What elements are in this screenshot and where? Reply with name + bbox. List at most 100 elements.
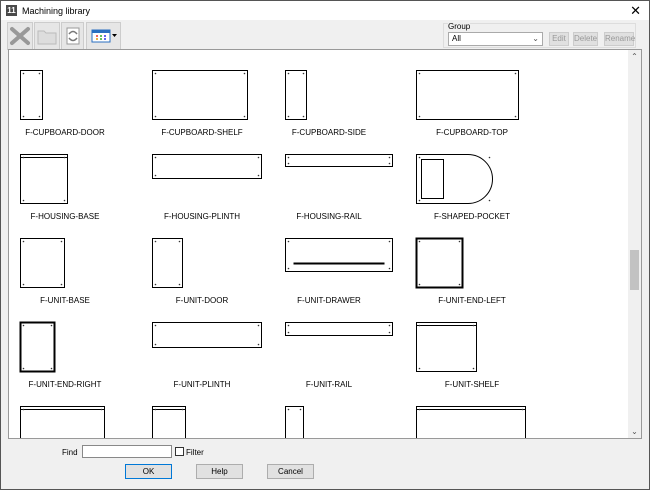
hole-mark (257, 324, 260, 327)
hole-mark (63, 199, 66, 202)
hole-mark (38, 72, 41, 75)
thumbnail[interactable] (19, 321, 56, 373)
hole-mark (22, 408, 25, 411)
library-item-label[interactable]: F-CUPBOARD-SHELF (161, 128, 243, 137)
open-folder-button[interactable] (34, 22, 60, 50)
hole-mark (154, 240, 157, 243)
thumbnail[interactable] (152, 154, 262, 179)
edit-button[interactable]: Edit (549, 32, 569, 46)
thumbnail[interactable] (285, 154, 393, 167)
group-selected-value: All (452, 34, 461, 43)
vertical-scrollbar[interactable]: ⌃ ⌄ (628, 50, 641, 438)
thumbnail[interactable] (20, 406, 105, 440)
thumbnail[interactable] (20, 238, 65, 288)
scroll-down-icon[interactable]: ⌄ (631, 427, 638, 436)
library-item-label[interactable]: F-UNIT-BASE (40, 296, 90, 305)
find-label: Find (62, 448, 78, 457)
hole-mark (178, 283, 181, 286)
hole-mark (418, 156, 421, 159)
hole-mark (22, 72, 25, 75)
hole-mark (287, 156, 290, 159)
hole-mark (514, 72, 517, 75)
hole-mark (388, 267, 391, 270)
delete-cross-icon (10, 27, 30, 45)
ok-button[interactable]: OK (125, 464, 172, 479)
library-item-label[interactable]: F-CUPBOARD-SIDE (291, 128, 367, 137)
thumbnail[interactable] (416, 70, 519, 120)
library-item-label[interactable]: F-UNIT-END-RIGHT (28, 380, 102, 389)
rename-button[interactable]: Rename (604, 32, 635, 46)
scroll-up-icon[interactable]: ⌃ (631, 52, 638, 61)
library-item-label[interactable]: F-UNIT-SHELF (444, 380, 500, 389)
delete-group-button[interactable]: Delete (573, 32, 598, 46)
hole-mark (50, 367, 53, 370)
library-item-label[interactable]: F-UNIT-DOOR (175, 296, 229, 305)
thumbnail[interactable] (285, 322, 393, 336)
thumbnail[interactable] (152, 238, 183, 288)
hole-mark (458, 283, 461, 286)
hole-mark (154, 324, 157, 327)
hole-mark (60, 283, 63, 286)
view-options-button[interactable] (86, 22, 121, 50)
thumbnail[interactable] (285, 406, 304, 440)
group-select[interactable]: All⌄ (448, 32, 543, 46)
thumbnail[interactable] (415, 237, 464, 289)
hole-mark (154, 408, 157, 411)
hole-mark (154, 72, 157, 75)
thumbnail[interactable] (285, 238, 393, 272)
library-item-label[interactable]: F-SHAPED-POCKET (433, 212, 510, 221)
hole-mark (418, 367, 421, 370)
library-item-label[interactable]: F-UNIT-END-LEFT (438, 296, 506, 305)
hole-mark (63, 156, 66, 159)
thumbnail[interactable] (416, 322, 477, 372)
delete-button[interactable] (7, 22, 33, 50)
library-item-label[interactable]: F-UNIT-DRAWER (297, 296, 361, 305)
library-item-label[interactable]: F-HOUSING-BASE (30, 212, 100, 221)
hole-mark (287, 72, 290, 75)
hole-mark (472, 367, 475, 370)
filter-checkbox[interactable] (175, 447, 184, 456)
hole-mark (418, 283, 421, 286)
hole-mark (287, 324, 290, 327)
refresh-button[interactable] (61, 22, 84, 50)
hole-mark (388, 331, 391, 334)
hole-mark (22, 240, 25, 243)
hole-mark (50, 324, 53, 327)
thumbnail[interactable] (20, 154, 68, 204)
hole-mark (154, 174, 157, 177)
app-icon: 11 (6, 5, 17, 16)
library-item-label[interactable]: F-CUPBOARD-TOP (436, 128, 508, 137)
hole-mark (287, 162, 290, 165)
hole-mark (388, 156, 391, 159)
hole-mark (521, 408, 524, 411)
hole-mark (299, 408, 302, 411)
thumbnail[interactable] (416, 406, 526, 440)
thumbnail[interactable] (152, 406, 186, 440)
hole-mark (287, 267, 290, 270)
thumbnail[interactable] (152, 322, 262, 348)
thumbnail[interactable] (152, 70, 248, 120)
hole-mark (178, 240, 181, 243)
library-item-label[interactable]: F-UNIT-RAIL (305, 380, 353, 389)
library-item-label[interactable]: F-HOUSING-RAIL (296, 212, 362, 221)
hole-mark (418, 199, 421, 202)
hole-mark (22, 367, 25, 370)
group-label: Group (448, 22, 471, 31)
hole-mark (418, 408, 421, 411)
library-item-label[interactable]: F-UNIT-PLINTH (173, 380, 231, 389)
thumbnail[interactable] (20, 70, 43, 120)
view-options-icon (91, 29, 117, 43)
thumbnail[interactable] (416, 154, 493, 204)
library-item-label[interactable]: F-HOUSING-PLINTH (164, 212, 240, 221)
hole-mark (287, 240, 290, 243)
hole-mark (302, 72, 305, 75)
hole-mark (514, 115, 517, 118)
scrollbar-thumb[interactable] (630, 250, 639, 290)
hole-mark (418, 115, 421, 118)
library-item-label[interactable]: F-CUPBOARD-DOOR (25, 128, 105, 137)
close-icon[interactable]: ✕ (630, 3, 641, 18)
thumbnail[interactable] (285, 70, 307, 120)
help-button[interactable]: Help (196, 464, 243, 479)
cancel-button[interactable]: Cancel (267, 464, 314, 479)
find-input[interactable] (82, 445, 172, 458)
